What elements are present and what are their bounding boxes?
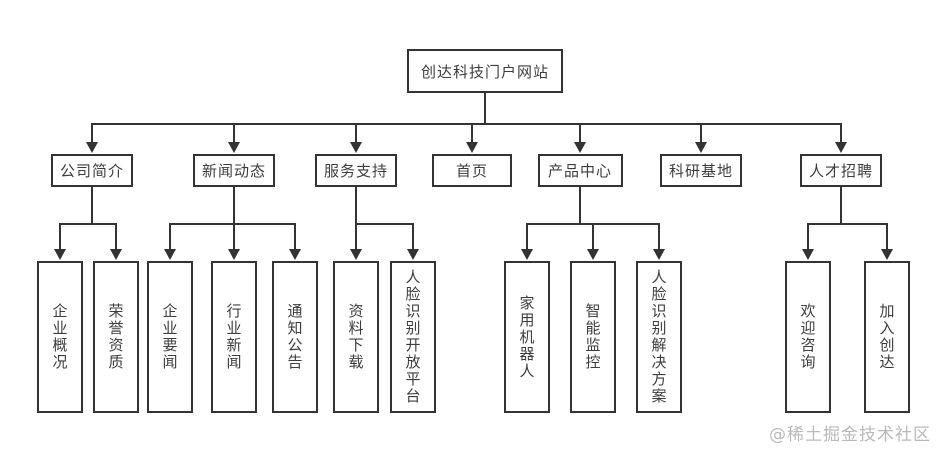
node-level3-4-2-label: 人脸识别解决方案: [649, 269, 668, 405]
node-level3-0-1-label: 荣誉资质: [106, 303, 125, 371]
node-level3-2-1-label: 人脸识别开放平台: [403, 269, 422, 405]
node-root-label: 创达科技门户网站: [420, 62, 549, 81]
node-level3-1-2: 通知公告: [272, 261, 318, 413]
node-level3-0-0: 企业概况: [37, 261, 83, 413]
node-level3-6-1-label: 加入创达: [877, 303, 896, 371]
node-level3-4-1: 智能监控: [570, 261, 616, 413]
node-root: 创达科技门户网站: [407, 49, 563, 93]
node-level3-1-0-label: 企业要闻: [160, 303, 179, 371]
node-level2-2: 服务支持: [315, 154, 397, 187]
node-level3-2-0-label: 资料下载: [346, 303, 365, 371]
node-level3-0-0-label: 企业概况: [50, 303, 69, 371]
node-level2-1-label: 新闻动态: [201, 162, 266, 180]
node-level2-3-label: 首页: [455, 162, 488, 180]
node-level3-6-0: 欢迎咨询: [785, 261, 831, 413]
watermark-text: @稀土掘金技术社区: [769, 425, 931, 445]
node-level3-4-0: 家用机器人: [504, 261, 550, 413]
node-level3-2-0: 资料下载: [333, 261, 379, 413]
node-level3-1-0: 企业要闻: [147, 261, 193, 413]
node-level3-0-1: 荣誉资质: [93, 261, 139, 413]
node-level3-4-1-label: 智能监控: [583, 303, 602, 371]
node-level3-4-2: 人脸识别解决方案: [636, 261, 682, 413]
node-level2-0-label: 公司简介: [59, 162, 124, 180]
node-level3-2-1: 人脸识别开放平台: [390, 261, 436, 413]
node-level2-1: 新闻动态: [193, 154, 275, 187]
node-level2-5-label: 科研基地: [668, 162, 733, 180]
node-level3-4-0-label: 家用机器人: [517, 294, 536, 380]
node-level2-4: 产品中心: [537, 154, 623, 187]
node-level2-6: 人才招聘: [800, 154, 882, 187]
node-level2-2-label: 服务支持: [323, 162, 388, 180]
node-level2-0: 公司简介: [51, 154, 133, 187]
node-level3-1-1: 行业新闻: [211, 261, 257, 413]
node-level2-3: 首页: [432, 154, 512, 187]
node-level3-1-1-label: 行业新闻: [224, 303, 243, 371]
node-level3-6-0-label: 欢迎咨询: [798, 303, 817, 371]
node-level2-4-label: 产品中心: [547, 162, 612, 180]
node-level3-1-2-label: 通知公告: [285, 303, 304, 371]
node-level2-5: 科研基地: [660, 154, 742, 187]
node-level2-6-label: 人才招聘: [808, 162, 873, 180]
node-level3-6-1: 加入创达: [864, 261, 910, 413]
